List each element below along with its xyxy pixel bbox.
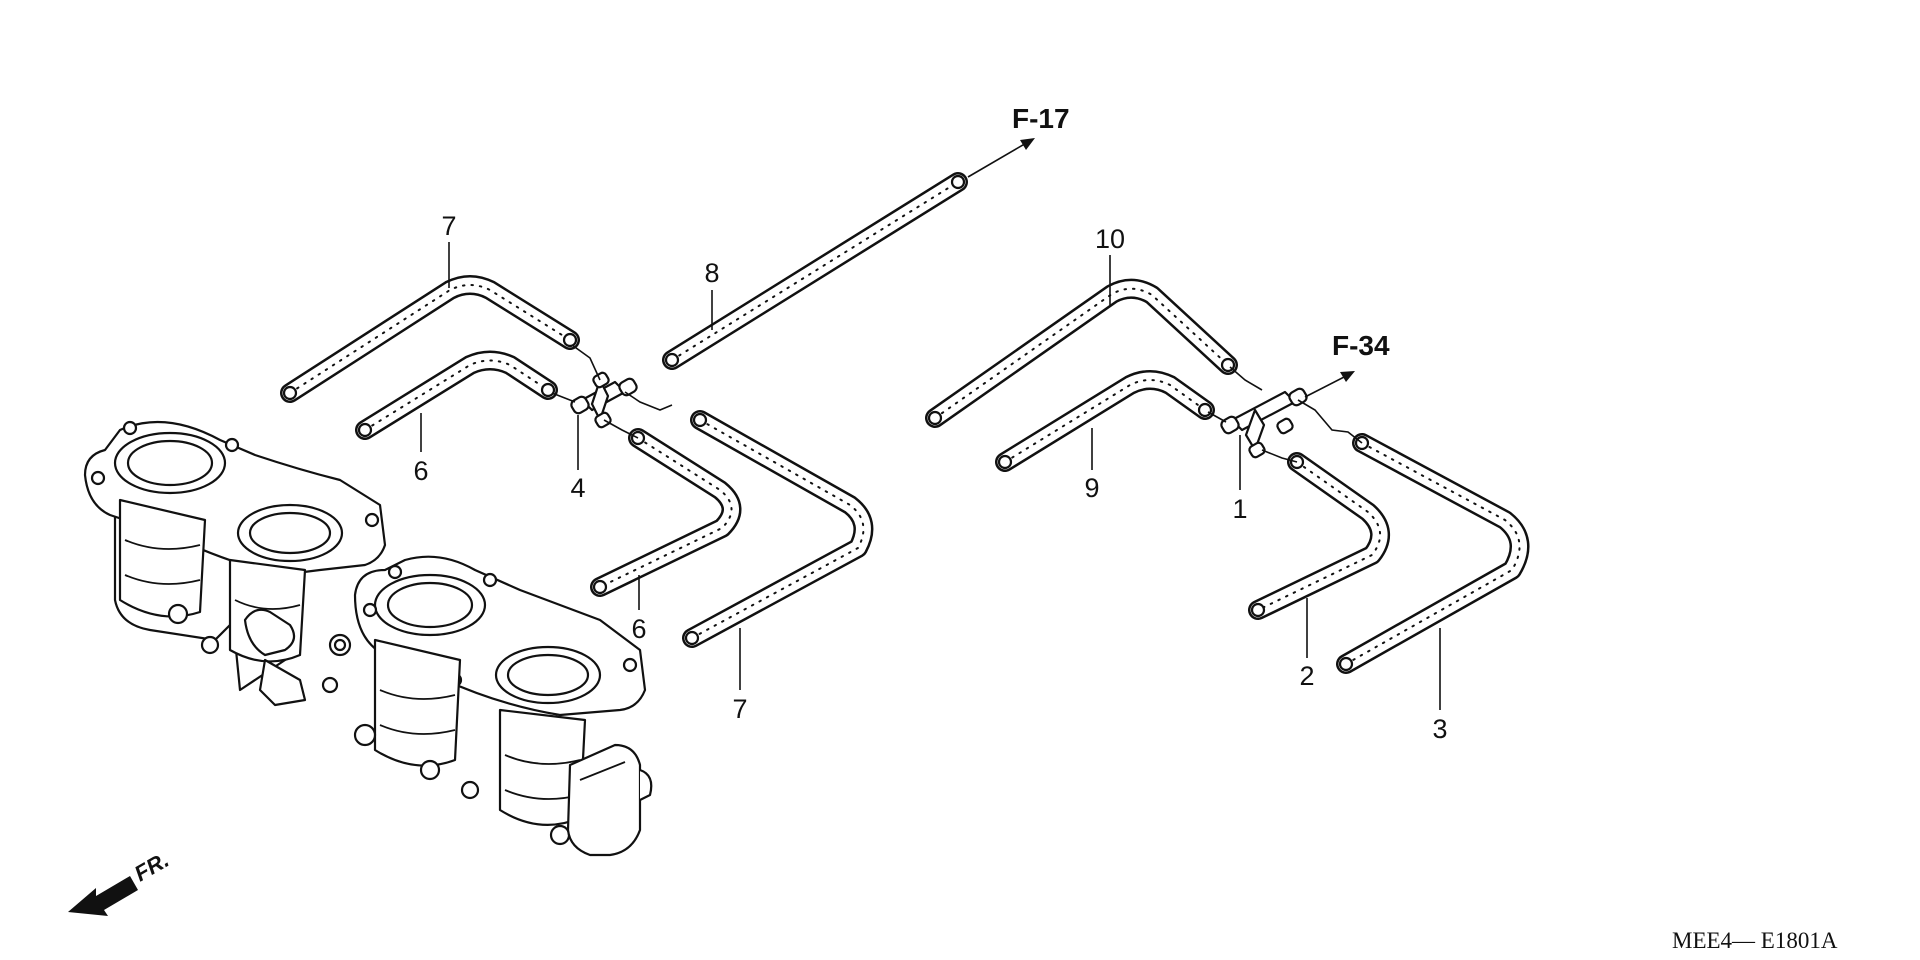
callout-2: 2 <box>1299 661 1314 691</box>
callout-4: 4 <box>570 473 585 503</box>
drawing-code: MEE4— E1801A <box>1672 928 1838 953</box>
reference-label-f17: F-17 <box>1012 103 1070 134</box>
joint-4 <box>570 371 638 429</box>
callout-9: 9 <box>1084 473 1099 503</box>
hose-7-lower <box>682 410 874 648</box>
reference-label-f34: F-34 <box>1332 330 1390 361</box>
front-label: FR. <box>130 847 173 886</box>
reference-arrow-f17: F-17 <box>967 103 1070 178</box>
throttle-body-assembly <box>83 420 653 857</box>
callout-8: 8 <box>704 258 719 288</box>
hose-2 <box>1248 452 1390 620</box>
hose-3 <box>1336 433 1530 674</box>
front-direction-indicator: FR. <box>68 847 173 916</box>
hose-9 <box>995 370 1215 472</box>
callout-7-lower: 7 <box>732 694 747 724</box>
hose-6-lower <box>590 428 742 597</box>
hose-7-upper <box>280 275 580 403</box>
connection-lines <box>551 344 1363 463</box>
callout-7-upper: 7 <box>441 211 456 241</box>
hose-8-straight <box>662 172 968 370</box>
reference-arrow-f34: F-34 <box>1304 330 1390 398</box>
front-arrow-icon <box>68 876 138 916</box>
callout-1: 1 <box>1232 494 1247 524</box>
callout-3: 3 <box>1432 714 1447 744</box>
hose-6-upper <box>355 350 558 440</box>
callout-10: 10 <box>1095 224 1125 254</box>
callout-6-lower: 6 <box>631 614 646 644</box>
callout-6-upper: 6 <box>413 456 428 486</box>
joint-1 <box>1220 387 1308 459</box>
callout-leaders <box>420 242 1441 710</box>
callout-numbers: 7 8 6 4 6 7 10 9 1 2 3 <box>413 211 1447 744</box>
